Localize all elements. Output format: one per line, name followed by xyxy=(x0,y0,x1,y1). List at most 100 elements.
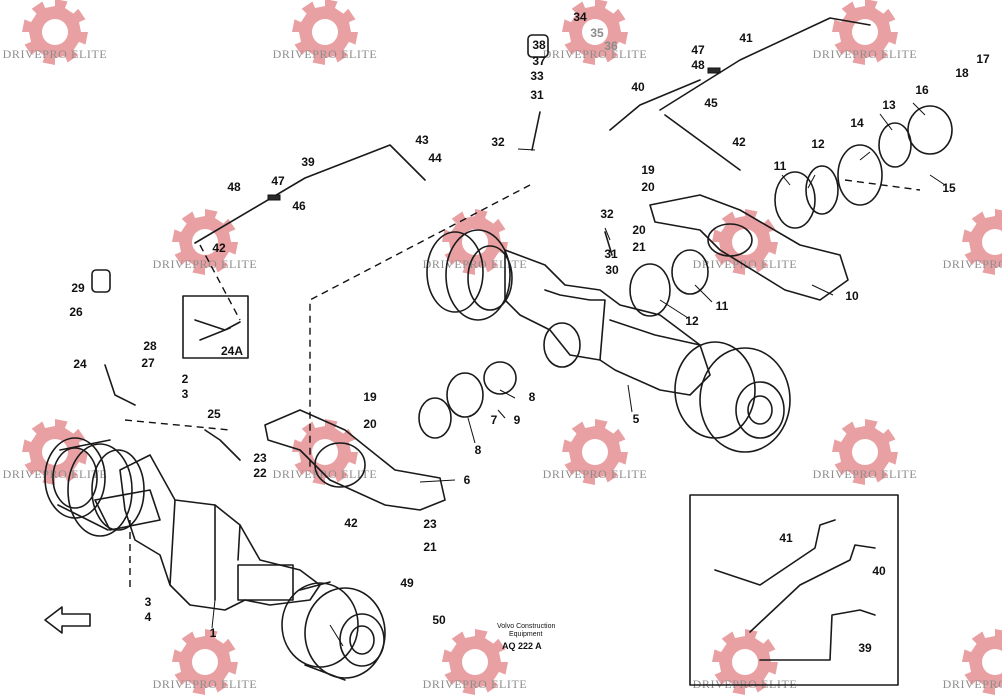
callout-3: 3 xyxy=(182,387,189,401)
callout-45: 45 xyxy=(704,96,718,110)
callout-47: 47 xyxy=(691,43,705,57)
watermark-gear-icon xyxy=(292,419,358,485)
watermark-text: DRIVEPRO ELITE xyxy=(813,47,918,61)
watermark-gear-icon xyxy=(22,0,88,65)
front-cradle-bracket xyxy=(649,194,849,301)
watermark-layer: DRIVEPRO ELITE DRIVEPRO ELITE DRIVEPRO ELI… xyxy=(3,0,1002,695)
seal-rings xyxy=(418,105,953,439)
callout-13: 13 xyxy=(882,98,896,112)
callout-9: 9 xyxy=(514,413,521,427)
callout-43: 43 xyxy=(415,133,429,147)
callout-14: 14 xyxy=(850,116,864,130)
callout-42: 42 xyxy=(732,135,746,149)
makers-mark: Volvo Construction Equipment AQ 222 A xyxy=(497,623,555,651)
callout-8: 8 xyxy=(475,443,482,457)
watermark-gear-icon xyxy=(292,0,358,65)
callout-40: 40 xyxy=(631,80,645,94)
watermark-gear-icon xyxy=(962,209,1002,275)
callout-36: 36 xyxy=(604,39,618,53)
dashed-guide-lines xyxy=(124,179,921,590)
drawing-code: AQ 222 A xyxy=(502,641,542,651)
callout-39: 39 xyxy=(858,641,872,655)
callout-20: 20 xyxy=(641,180,655,194)
watermark-gear-icon xyxy=(562,419,628,485)
callout-18: 18 xyxy=(955,66,969,80)
callout-44: 44 xyxy=(428,151,442,165)
callout-22: 22 xyxy=(253,466,267,480)
callout-28: 28 xyxy=(143,339,157,353)
callout-23: 23 xyxy=(253,451,267,465)
watermark-gear-icon xyxy=(832,0,898,65)
callout-23: 23 xyxy=(423,517,437,531)
callout-41: 41 xyxy=(779,531,793,545)
callout-47: 47 xyxy=(271,174,285,188)
callout-48: 48 xyxy=(691,58,705,72)
callout-24a: 24A xyxy=(221,344,243,358)
watermark-text: DRIVEPRO ELITE xyxy=(943,677,1002,691)
callout-37: 37 xyxy=(532,54,546,68)
callout-48: 48 xyxy=(227,180,241,194)
callout-30: 30 xyxy=(605,263,619,277)
callout-7: 7 xyxy=(491,413,498,427)
callout-1: 1 xyxy=(210,626,217,640)
callout-11: 11 xyxy=(774,159,787,173)
watermark-gear-icon xyxy=(172,629,238,695)
callout-24: 24 xyxy=(73,357,87,371)
callout-32: 32 xyxy=(600,207,614,221)
callout-5: 5 xyxy=(633,412,640,426)
callout-labels: 1233456788910111112121314151617181919202… xyxy=(69,10,990,655)
callout-12: 12 xyxy=(685,314,699,328)
callout-6: 6 xyxy=(464,473,471,487)
callout-50: 50 xyxy=(432,613,446,627)
callout-31: 31 xyxy=(530,88,544,102)
front-axle-assembly xyxy=(426,229,791,453)
callout-leaders xyxy=(211,102,946,647)
callout-31: 31 xyxy=(604,247,618,261)
watermark-gear-icon xyxy=(832,419,898,485)
inset-pipe-variants xyxy=(689,494,899,686)
callout-3: 3 xyxy=(145,595,152,609)
rear-axle-assembly xyxy=(44,437,386,681)
maker-line-2: Equipment xyxy=(509,631,543,638)
watermark-gear-icon xyxy=(562,0,628,65)
callout-32: 32 xyxy=(491,135,505,149)
callout-29: 29 xyxy=(71,281,85,295)
callout-26: 26 xyxy=(69,305,83,319)
rear-cradle-bracket xyxy=(264,409,446,511)
breather-caps xyxy=(91,34,721,293)
inset-tie-strap xyxy=(182,295,249,359)
watermark-text: DRIVEPRO ELITE xyxy=(813,467,918,481)
watermark-text: DRIVEPRO ELITE xyxy=(3,467,108,481)
watermark-text: DRIVEPRO ELITE xyxy=(693,257,798,271)
callout-16: 16 xyxy=(915,83,929,97)
callout-21: 21 xyxy=(632,240,646,254)
callout-2: 2 xyxy=(182,372,189,386)
watermark-text: DRIVEPRO ELITE xyxy=(543,467,648,481)
callout-20: 20 xyxy=(632,223,646,237)
front-arrow-icon xyxy=(44,606,91,634)
callout-35: 35 xyxy=(590,26,604,40)
callout-19: 19 xyxy=(363,390,377,404)
watermark-text: DRIVEPRO ELITE xyxy=(273,47,378,61)
callout-38: 38 xyxy=(532,38,546,52)
watermark-text: DRIVEPRO ELITE xyxy=(693,677,798,691)
watermark-text: DRIVEPRO ELITE xyxy=(543,47,648,61)
callout-8: 8 xyxy=(529,390,536,404)
callout-49: 49 xyxy=(400,576,414,590)
callout-41: 41 xyxy=(739,31,753,45)
callout-33: 33 xyxy=(530,69,544,83)
maker-line-1: Volvo Construction xyxy=(497,623,555,630)
watermark-text: DRIVEPRO ELITE xyxy=(3,47,108,61)
callout-46: 46 xyxy=(292,199,306,213)
callout-20: 20 xyxy=(363,417,377,431)
watermark-text: DRIVEPRO ELITE xyxy=(423,677,528,691)
callout-40: 40 xyxy=(872,564,886,578)
watermark-text: DRIVEPRO ELITE xyxy=(153,677,258,691)
callout-39: 39 xyxy=(301,155,315,169)
callout-17: 17 xyxy=(976,52,990,66)
callout-19: 19 xyxy=(641,163,655,177)
callout-4: 4 xyxy=(145,610,152,624)
watermark-gear-icon xyxy=(962,629,1002,695)
